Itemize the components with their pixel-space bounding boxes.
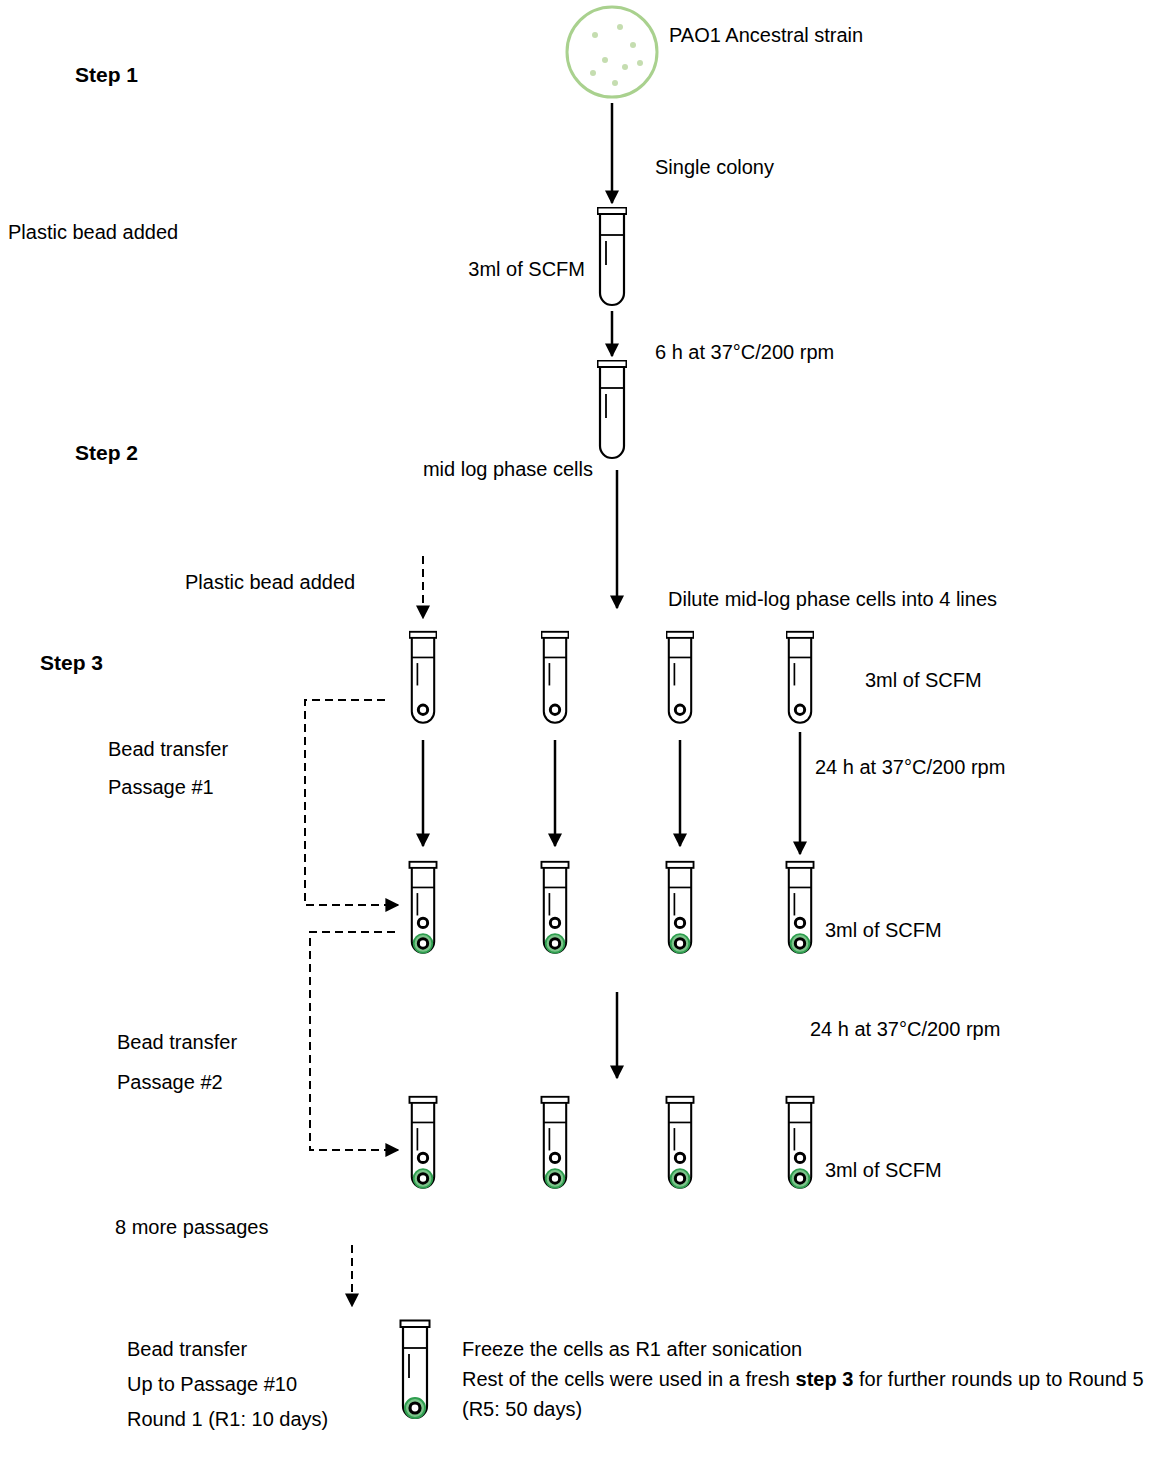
annotation: Passage #1 [108,775,214,800]
annotation: Round 1 (R1: 10 days) [127,1407,328,1432]
culture-tube-shape [597,207,627,307]
note-body: Rest of the cells were used in a fresh st… [462,1364,1147,1424]
note-text: Freeze the cells as R1 after sonicationR… [462,1334,1147,1424]
culture-tube: 3ml of SCFM [786,858,814,958]
flow-arrow [611,311,614,356]
culture-tube [409,632,693,1188]
annotation: 24 h at 37°C/200 rpm [810,1017,1000,1042]
node-label: 3ml of SCFM [825,1158,942,1183]
bead-transfer-arrow [305,556,423,1306]
annotation: Plastic bead added [185,570,355,595]
note-line: Freeze the cells as R1 after sonication [462,1334,1147,1364]
culture-tube-shape [400,1320,430,1420]
culture-tube: mid log phase cells [597,360,627,460]
culture-tube-shape [597,360,627,460]
annotation: 8 more passages [115,1215,268,1240]
culture-tube: Freeze the cells as R1 after sonicationR… [400,1320,430,1420]
petri-dish-shape [565,5,659,99]
note-line: step 3 [796,1368,854,1390]
step-label: Step 3 [40,650,103,676]
culture-tube-shape [786,628,814,728]
flow-arrow [799,732,802,854]
culture-tube: 3ml of SCFM [786,628,814,728]
flow-arrow [423,470,680,1078]
annotation: Up to Passage #10 [127,1372,297,1397]
edge-label: 24 h at 37°C/200 rpm [815,755,1005,780]
step-label: Step 1 [75,62,138,88]
annotation: Passage #2 [117,1070,223,1095]
node-label: 3ml of SCFM [865,668,982,693]
annotation: Bead transfer [117,1030,237,1055]
culture-tube-shape [786,858,814,958]
annotation: Dilute mid-log phase cells into 4 lines [668,587,997,612]
culture-tube-shape [786,1093,814,1193]
annotation: Bead transfer [127,1337,247,1362]
note-line: Rest of the cells were used in a fresh [462,1368,790,1390]
node-label: 3ml of SCFM [825,918,942,943]
annotation: Plastic bead added [8,220,178,245]
node-label: 3ml of SCFM [468,257,585,282]
edge-label: Single colony [655,155,774,180]
node-label: PAO1 Ancestral strain [669,23,863,48]
culture-tube: 3ml of SCFM [786,1093,814,1193]
step-label: Step 2 [75,440,138,466]
annotation: Bead transfer [108,737,228,762]
flow-arrow [611,103,614,203]
node-label: mid log phase cells [423,457,593,482]
edge-label: 6 h at 37°C/200 rpm [655,340,834,365]
petri-dish: PAO1 Ancestral strain [565,5,659,99]
culture-tube: 3ml of SCFM [597,207,627,307]
